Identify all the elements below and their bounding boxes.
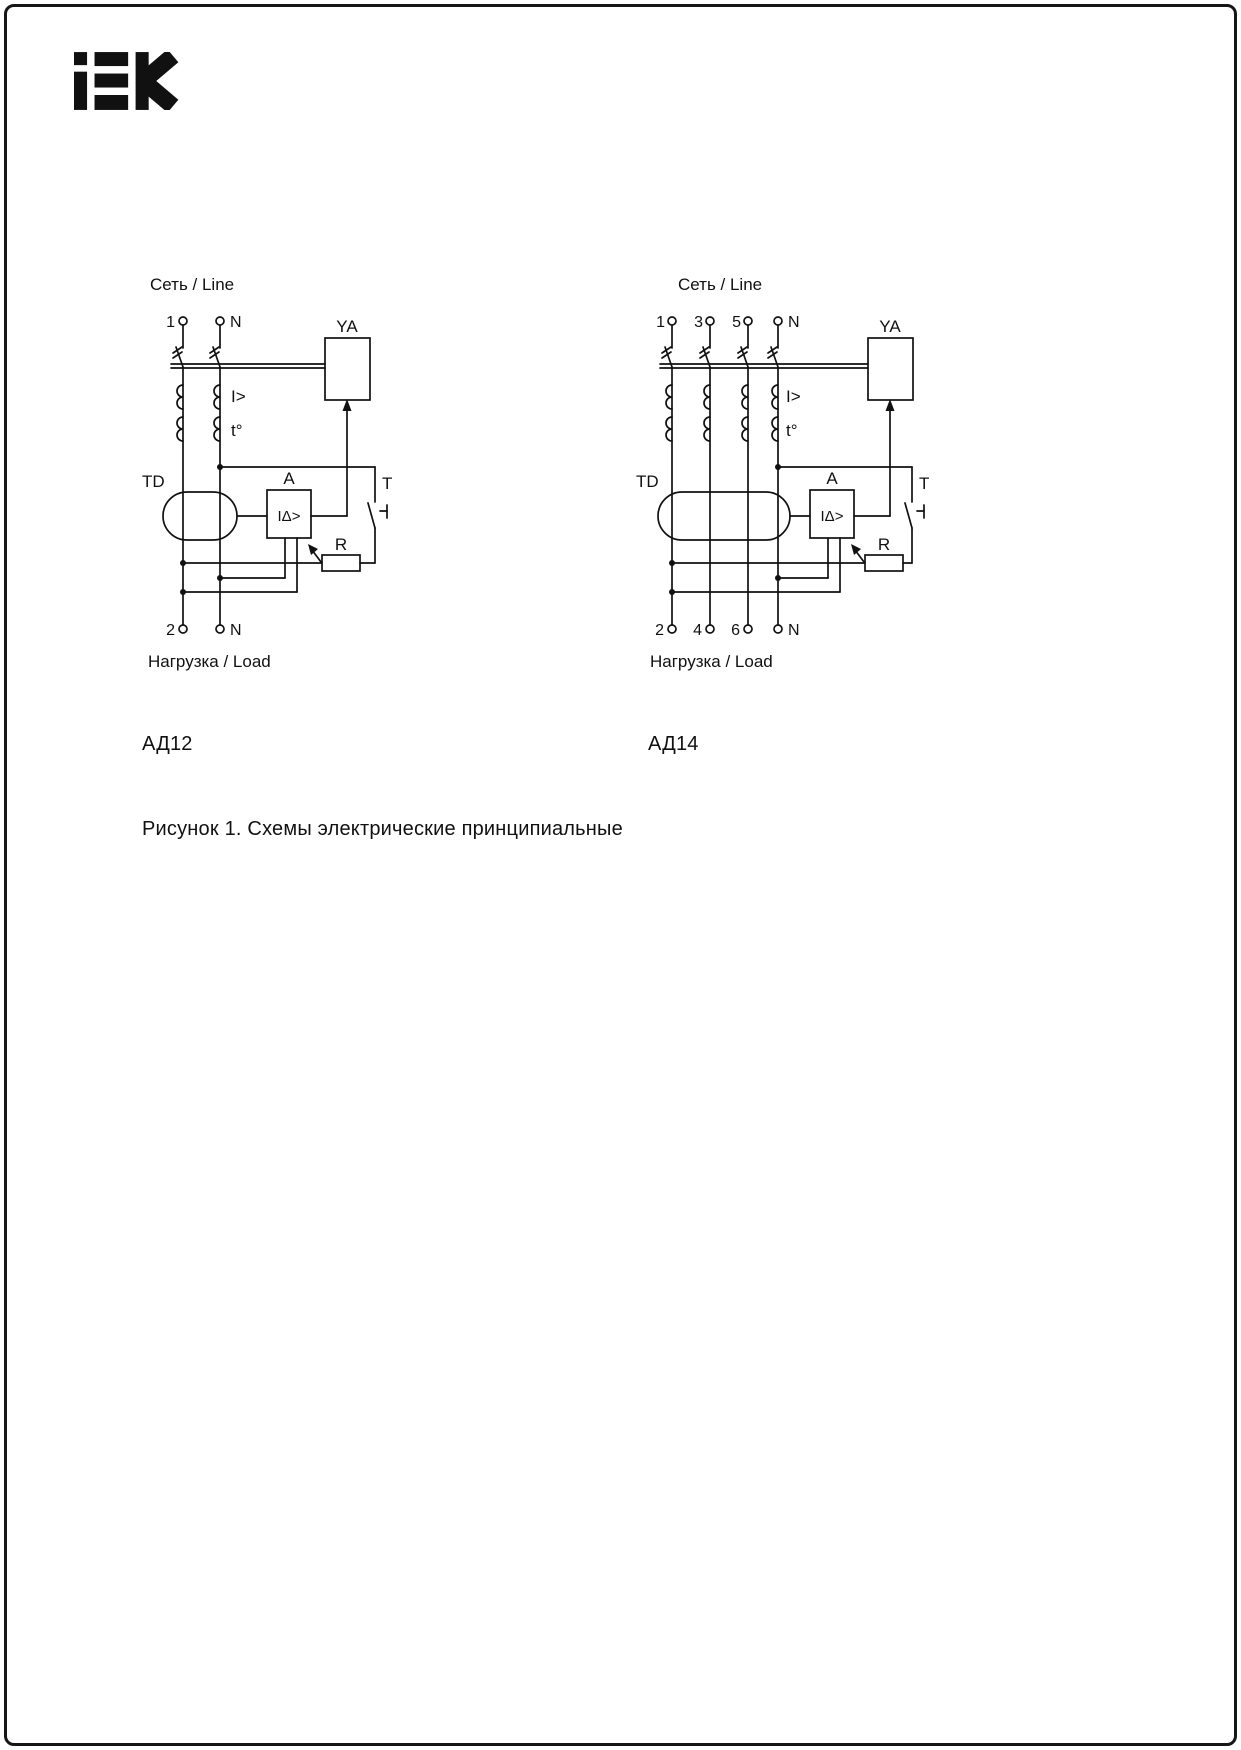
iek-logo [74, 52, 179, 110]
ad12-labels: Сеть / Line 1 N YA I> t° TD A IΔ> T R 2 … [142, 275, 392, 671]
arrow-to-amplifier [308, 544, 318, 555]
ad12-junctions [180, 399, 352, 595]
trip-coil-box [867, 337, 914, 401]
logo-e-bar [94, 73, 129, 88]
overcurrent-release-symbol [741, 384, 749, 410]
terminal-label: 4 [693, 622, 702, 639]
thermal-label: t° [786, 421, 798, 440]
logo-i-stem [74, 71, 88, 110]
overcurrent-release-symbol [665, 384, 673, 410]
diff-current-label: IΔ> [821, 508, 844, 525]
ad12-wires [162, 324, 388, 626]
arrow-to-trip-coil [885, 399, 895, 411]
overcurrent-release-symbol [703, 384, 711, 410]
diagram-title-ad12: АД12 [142, 733, 193, 755]
td-label: TD [142, 472, 165, 491]
amplifier-label: A [826, 469, 838, 488]
resistor-label: R [878, 535, 890, 554]
load-label: Нагрузка / Load [148, 652, 271, 671]
terminal-circle [215, 316, 225, 326]
terminal-circle [178, 316, 188, 326]
ad12-schematic: Сеть / Line 1 N YA I> t° TD A IΔ> T R 2 … [142, 275, 392, 671]
trip-coil-label: YA [879, 317, 901, 336]
thermal-release-symbol [741, 416, 749, 442]
terminal-label: 2 [655, 622, 664, 639]
terminal-label: N [230, 622, 242, 639]
ad14-schematic: Сеть / Line 1 3 5 N YA I> t° TD A IΔ> T … [636, 275, 929, 671]
ad12-terminals [178, 316, 225, 634]
terminal-label: 5 [732, 314, 741, 331]
thermal-release-symbol [771, 416, 779, 442]
figure-caption: Рисунок 1. Схемы электрические принципиа… [142, 818, 623, 840]
trip-coil-label: YA [336, 317, 358, 336]
overcurrent-release-symbol [176, 384, 184, 410]
terminal-circle [667, 624, 677, 634]
line-label: Сеть / Line [678, 275, 762, 294]
thermal-release-symbol [703, 416, 711, 442]
amplifier-box [266, 489, 312, 539]
diff-current-label: IΔ> [278, 508, 301, 525]
terminal-label: 1 [656, 314, 665, 331]
overcurrent-label: I> [786, 387, 801, 406]
terminal-circle [215, 624, 225, 634]
differential-transformer [162, 491, 238, 541]
terminal-circle [705, 316, 715, 326]
logo-i-dot [74, 52, 88, 66]
overcurrent-release-symbol [213, 384, 221, 410]
terminal-label: 1 [166, 314, 175, 331]
test-resistor-box [321, 554, 361, 572]
test-resistor-box [864, 554, 904, 572]
arrow-to-amplifier [851, 544, 861, 555]
logo-e-bar [94, 52, 129, 67]
trip-coil-box [324, 337, 371, 401]
terminal-circle [178, 624, 188, 634]
amplifier-box [809, 489, 855, 539]
terminal-label: 2 [166, 622, 175, 639]
thermal-release-symbol [665, 416, 673, 442]
resistor-label: R [335, 535, 347, 554]
ad14-wires [657, 324, 925, 626]
test-button-label: T [382, 474, 392, 493]
terminal-label: N [788, 622, 800, 639]
test-button-contact [367, 502, 376, 529]
terminal-circle [667, 316, 677, 326]
thermal-release-symbol [176, 416, 184, 442]
terminal-circle [705, 624, 715, 634]
arrow-to-trip-coil [342, 399, 352, 411]
terminal-label: 6 [731, 622, 740, 639]
line-label: Сеть / Line [150, 275, 234, 294]
thermal-label: t° [231, 421, 243, 440]
terminal-circle [743, 624, 753, 634]
test-button-label: T [919, 474, 929, 493]
terminal-circle [773, 316, 783, 326]
load-label: Нагрузка / Load [650, 652, 773, 671]
terminal-circle [773, 624, 783, 634]
amplifier-label: A [283, 469, 295, 488]
test-button-contact [904, 502, 913, 529]
ad14-terminals [667, 316, 783, 634]
ad14-junctions [669, 399, 895, 595]
logo-e-bar [94, 95, 129, 110]
terminal-label: 3 [694, 314, 703, 331]
ad14-labels: Сеть / Line 1 3 5 N YA I> t° TD A IΔ> T … [636, 275, 929, 671]
overcurrent-label: I> [231, 387, 246, 406]
terminal-label: N [230, 314, 242, 331]
overcurrent-release-symbol [771, 384, 779, 410]
diagram-title-ad14: АД14 [648, 733, 699, 755]
terminal-circle [743, 316, 753, 326]
td-label: TD [636, 472, 659, 491]
differential-transformer [657, 491, 791, 541]
logo-k-lower-arm [136, 73, 179, 110]
terminal-label: N [788, 314, 800, 331]
thermal-release-symbol [213, 416, 221, 442]
